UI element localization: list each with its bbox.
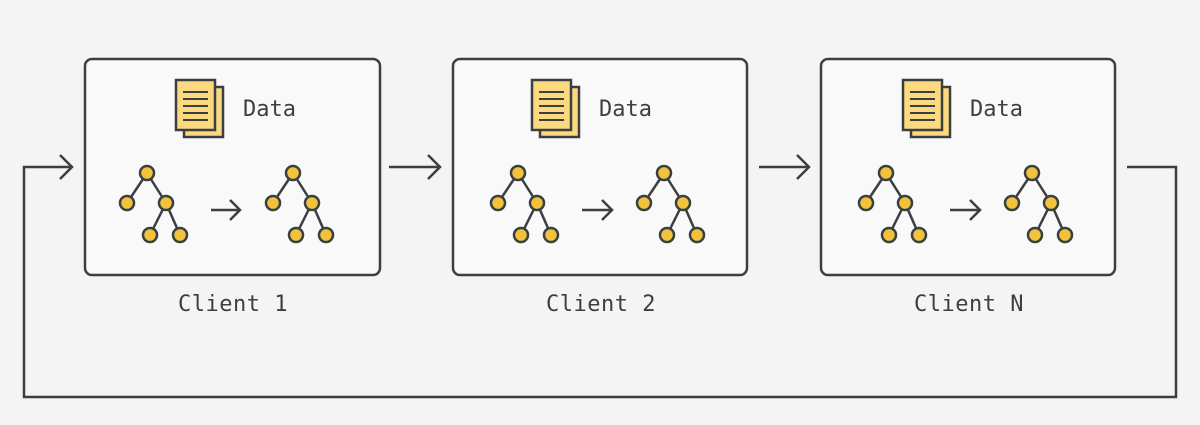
document-stack-icon [174,78,225,139]
arrow-right-icon [582,199,614,221]
client-box-2: Data [451,57,749,277]
client-label-n: Client N [914,292,1024,317]
arrow-right-icon [759,154,811,180]
feedback-loop-line [22,165,1178,399]
client-label-1: Client 1 [178,292,288,317]
client-label-2: Client 2 [546,292,656,317]
client-box-n: Data [819,57,1117,277]
feedback-loop-arrowhead [59,154,74,180]
document-stack-icon [901,78,952,139]
arrow-right-icon [950,199,982,221]
arrow-right-icon [211,199,242,221]
client-box-1: Data [83,57,382,277]
data-label: Data [243,97,296,122]
document-stack-icon [530,78,581,139]
data-label: Data [599,97,652,122]
data-label: Data [970,97,1023,122]
arrow-right-icon [389,154,442,180]
